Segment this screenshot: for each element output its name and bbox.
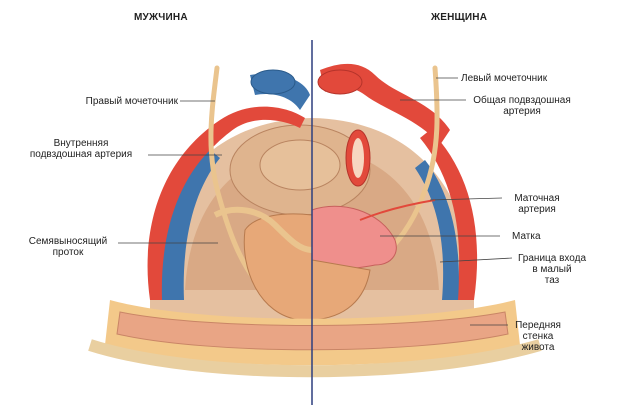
female-header: ЖЕНЩИНА: [431, 12, 488, 23]
male-header: МУЖЧИНА: [134, 12, 188, 23]
leader-lines: [118, 77, 513, 326]
label-common-iliac-artery: Общая подвздошная артерия: [473, 95, 571, 117]
label-left-ureter: Левый мочеточник: [461, 73, 548, 84]
label-pelvic-brim: Граница входа в малый таз: [517, 253, 587, 286]
label-internal-iliac-artery: Внутренняя подвздошная артерия: [29, 138, 133, 160]
label-vas-deferens: Семявыносящий проток: [28, 236, 108, 258]
label-right-ureter: Правый мочеточник: [85, 96, 178, 107]
label-uterine-artery: Маточная артерия: [514, 193, 560, 215]
uterine-artery-shape: [359, 199, 436, 221]
ureters: [208, 65, 440, 283]
label-uterus: Матка: [512, 231, 541, 242]
vas-deferens-shape: [213, 206, 313, 253]
label-anterior-abdominal-wall: Передняя стенка живота: [515, 320, 561, 353]
